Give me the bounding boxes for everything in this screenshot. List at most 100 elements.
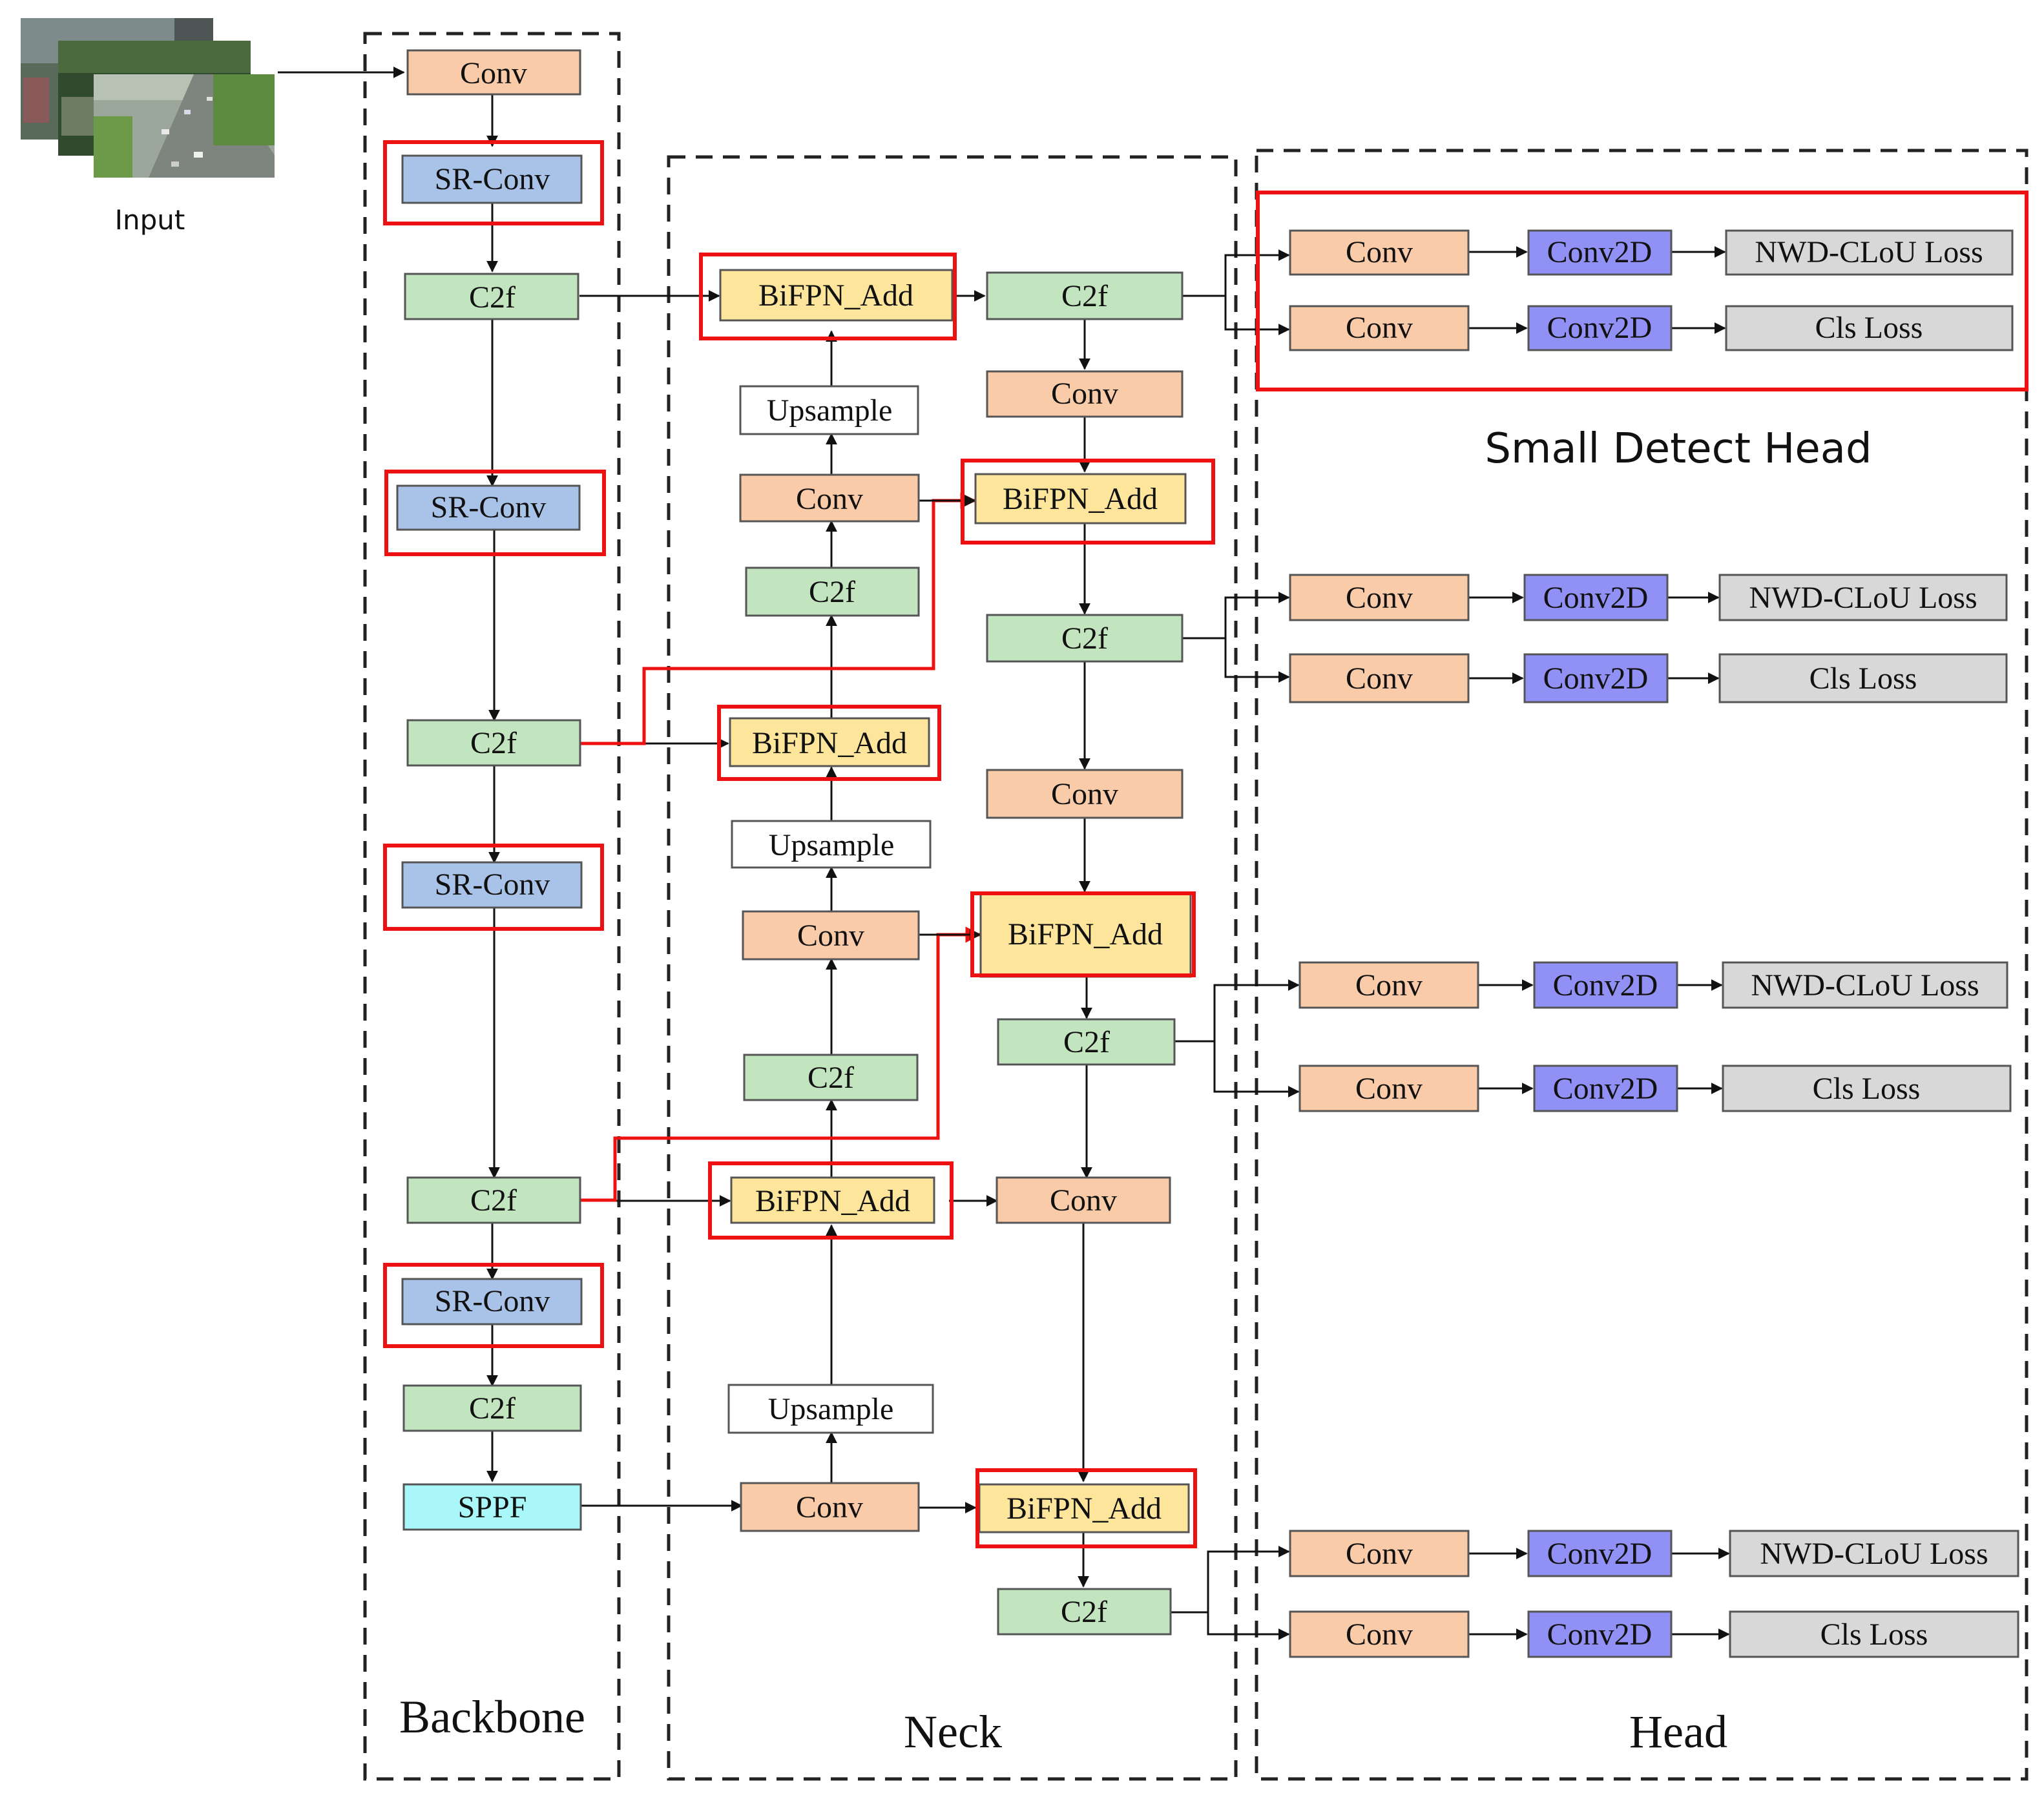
svg-text:Conv: Conv xyxy=(1346,581,1413,615)
backbone-c2f-1: C2f xyxy=(404,273,579,320)
svg-text:SR-Conv: SR-Conv xyxy=(435,162,550,196)
neck-c2f-2: C2f xyxy=(743,1054,919,1101)
svg-text:Conv2D: Conv2D xyxy=(1547,1537,1653,1571)
neck-upsample-2: Upsample xyxy=(731,820,932,869)
svg-text:Cls Loss: Cls Loss xyxy=(1820,1617,1928,1652)
svg-text:NWD-CLoU Loss: NWD-CLoU Loss xyxy=(1751,968,1979,1003)
backbone-container xyxy=(363,32,621,1781)
svg-text:C2f: C2f xyxy=(469,1391,516,1426)
svg-text:C2f: C2f xyxy=(1061,279,1108,313)
svg-text:Conv2D: Conv2D xyxy=(1547,311,1653,345)
highlight-sr-conv-1 xyxy=(383,140,604,225)
head-row-4-cls-loss: Cls Loss xyxy=(1718,653,2008,703)
svg-text:C2f: C2f xyxy=(469,280,516,315)
svg-text:C2f: C2f xyxy=(808,1061,854,1095)
head-row-2-conv: Conv xyxy=(1289,305,1470,351)
svg-text:SR-Conv: SR-Conv xyxy=(435,868,550,902)
backbone-c2f-2: C2f xyxy=(406,719,581,767)
svg-text:BiFPN_Add: BiFPN_Add xyxy=(1006,1491,1162,1526)
svg-text:Conv2D: Conv2D xyxy=(1553,1072,1658,1106)
head-row-4-conv: Conv xyxy=(1289,653,1470,703)
svg-text:Conv: Conv xyxy=(796,1490,863,1524)
svg-text:C2f: C2f xyxy=(470,1183,517,1218)
svg-text:SPPF: SPPF xyxy=(458,1490,527,1524)
head-row-4-conv2d: Conv2D xyxy=(1523,653,1669,703)
svg-text:Conv: Conv xyxy=(1346,235,1413,269)
svg-text:SR-Conv: SR-Conv xyxy=(431,490,547,525)
svg-text:NWD-CLoU Loss: NWD-CLoU Loss xyxy=(1749,581,1977,615)
svg-text:Conv: Conv xyxy=(1346,1617,1413,1652)
svg-text:Conv: Conv xyxy=(1346,1537,1413,1571)
input-label: Input xyxy=(115,204,185,236)
highlight-sr-conv-4 xyxy=(383,1263,604,1348)
neck-c2f-1: C2f xyxy=(745,566,920,617)
highlight-sr-conv-2 xyxy=(384,470,606,556)
svg-text:NWD-CLoU Loss: NWD-CLoU Loss xyxy=(1760,1537,1988,1571)
neck-conv-4: Conv xyxy=(986,370,1184,418)
neck-c2f-6: C2f xyxy=(997,1588,1172,1636)
svg-text:Cls Loss: Cls Loss xyxy=(1813,1072,1921,1106)
head-row-8-conv: Conv xyxy=(1289,1610,1470,1658)
head-row-7-conv: Conv xyxy=(1289,1530,1470,1577)
head-row-5-conv2d: Conv2D xyxy=(1533,961,1678,1009)
head-row-2-cls-loss: Cls Loss xyxy=(1725,305,2014,351)
neck-upsample-1: Upsample xyxy=(739,385,919,435)
backbone-sr-conv-4: SR-Conv xyxy=(401,1278,583,1325)
head-row-7-nwd-loss: NWD-CLoU Loss xyxy=(1729,1530,2019,1577)
connectors xyxy=(486,94,1730,1640)
svg-text:Conv: Conv xyxy=(1050,1183,1117,1218)
highlight-neck-bifpn-4 xyxy=(961,459,1215,545)
svg-text:BiFPN_Add: BiFPN_Add xyxy=(1003,482,1158,516)
highlight-neck-bifpn-2 xyxy=(717,705,941,781)
small-detect-head-label: Small Detect Head xyxy=(1485,425,1872,473)
head-row-5-conv: Conv xyxy=(1298,961,1479,1009)
head-row-6-conv: Conv xyxy=(1298,1065,1479,1112)
svg-text:BiFPN_Add: BiFPN_Add xyxy=(752,726,907,760)
svg-text:Conv: Conv xyxy=(460,56,527,90)
svg-text:Conv: Conv xyxy=(1051,377,1118,411)
backbone-c2f-3: C2f xyxy=(406,1176,581,1224)
svg-text:Conv2D: Conv2D xyxy=(1547,1617,1653,1652)
backbone-sr-conv-2: SR-Conv xyxy=(396,484,581,531)
head-row-3-conv2d: Conv2D xyxy=(1523,574,1669,621)
svg-text:Upsample: Upsample xyxy=(768,1392,894,1426)
head-row-5-nwd-loss: NWD-CLoU Loss xyxy=(1722,961,2008,1009)
svg-text:Conv: Conv xyxy=(1051,777,1118,811)
svg-text:Cls Loss: Cls Loss xyxy=(1815,311,1923,345)
head-label: Head xyxy=(1629,1706,1727,1758)
highlight-neck-bifpn-3 xyxy=(708,1161,954,1240)
neck-conv-5: Conv xyxy=(986,769,1184,819)
neck-conv-2: Conv xyxy=(742,910,920,961)
svg-text:Cls Loss: Cls Loss xyxy=(1809,661,1917,696)
neck-bifpn-5: BiFPN_Add xyxy=(979,893,1192,978)
neck-conv-6: Conv xyxy=(996,1176,1171,1224)
svg-text:Conv: Conv xyxy=(1346,661,1413,696)
svg-text:Upsample: Upsample xyxy=(767,393,893,428)
svg-text:C2f: C2f xyxy=(1063,1025,1110,1059)
neck-bifpn-1: BiFPN_Add xyxy=(719,269,954,322)
neck-c2f-3: C2f xyxy=(986,271,1184,320)
svg-text:Conv2D: Conv2D xyxy=(1553,968,1658,1003)
svg-text:C2f: C2f xyxy=(1061,621,1108,656)
neck-bifpn-3: BiFPN_Add xyxy=(730,1176,935,1224)
backbone-sr-conv-1: SR-Conv xyxy=(401,154,583,204)
neck-c2f-5: C2f xyxy=(997,1018,1176,1066)
neck-c2f-4: C2f xyxy=(986,614,1184,663)
svg-text:C2f: C2f xyxy=(809,575,855,609)
neck-bifpn-6: BiFPN_Add xyxy=(978,1483,1190,1533)
neck-conv-1: Conv xyxy=(739,473,920,523)
svg-text:C2f: C2f xyxy=(470,726,517,760)
head-row-6-conv2d: Conv2D xyxy=(1533,1065,1678,1112)
head-row-2-conv2d: Conv2D xyxy=(1527,305,1673,351)
neck-bifpn-4: BiFPN_Add xyxy=(974,473,1187,525)
svg-text:Conv2D: Conv2D xyxy=(1543,661,1649,696)
head-row-7-conv2d: Conv2D xyxy=(1527,1530,1673,1577)
head-row-8-conv2d: Conv2D xyxy=(1527,1610,1673,1658)
svg-text:BiFPN_Add: BiFPN_Add xyxy=(755,1184,910,1218)
svg-text:BiFPN_Add: BiFPN_Add xyxy=(1008,917,1163,951)
highlight-neck-bifpn-5 xyxy=(970,891,1196,977)
highlight-sr-conv-3 xyxy=(383,844,604,931)
head-row-6-cls-loss: Cls Loss xyxy=(1722,1065,2012,1112)
svg-text:Upsample: Upsample xyxy=(769,828,895,862)
